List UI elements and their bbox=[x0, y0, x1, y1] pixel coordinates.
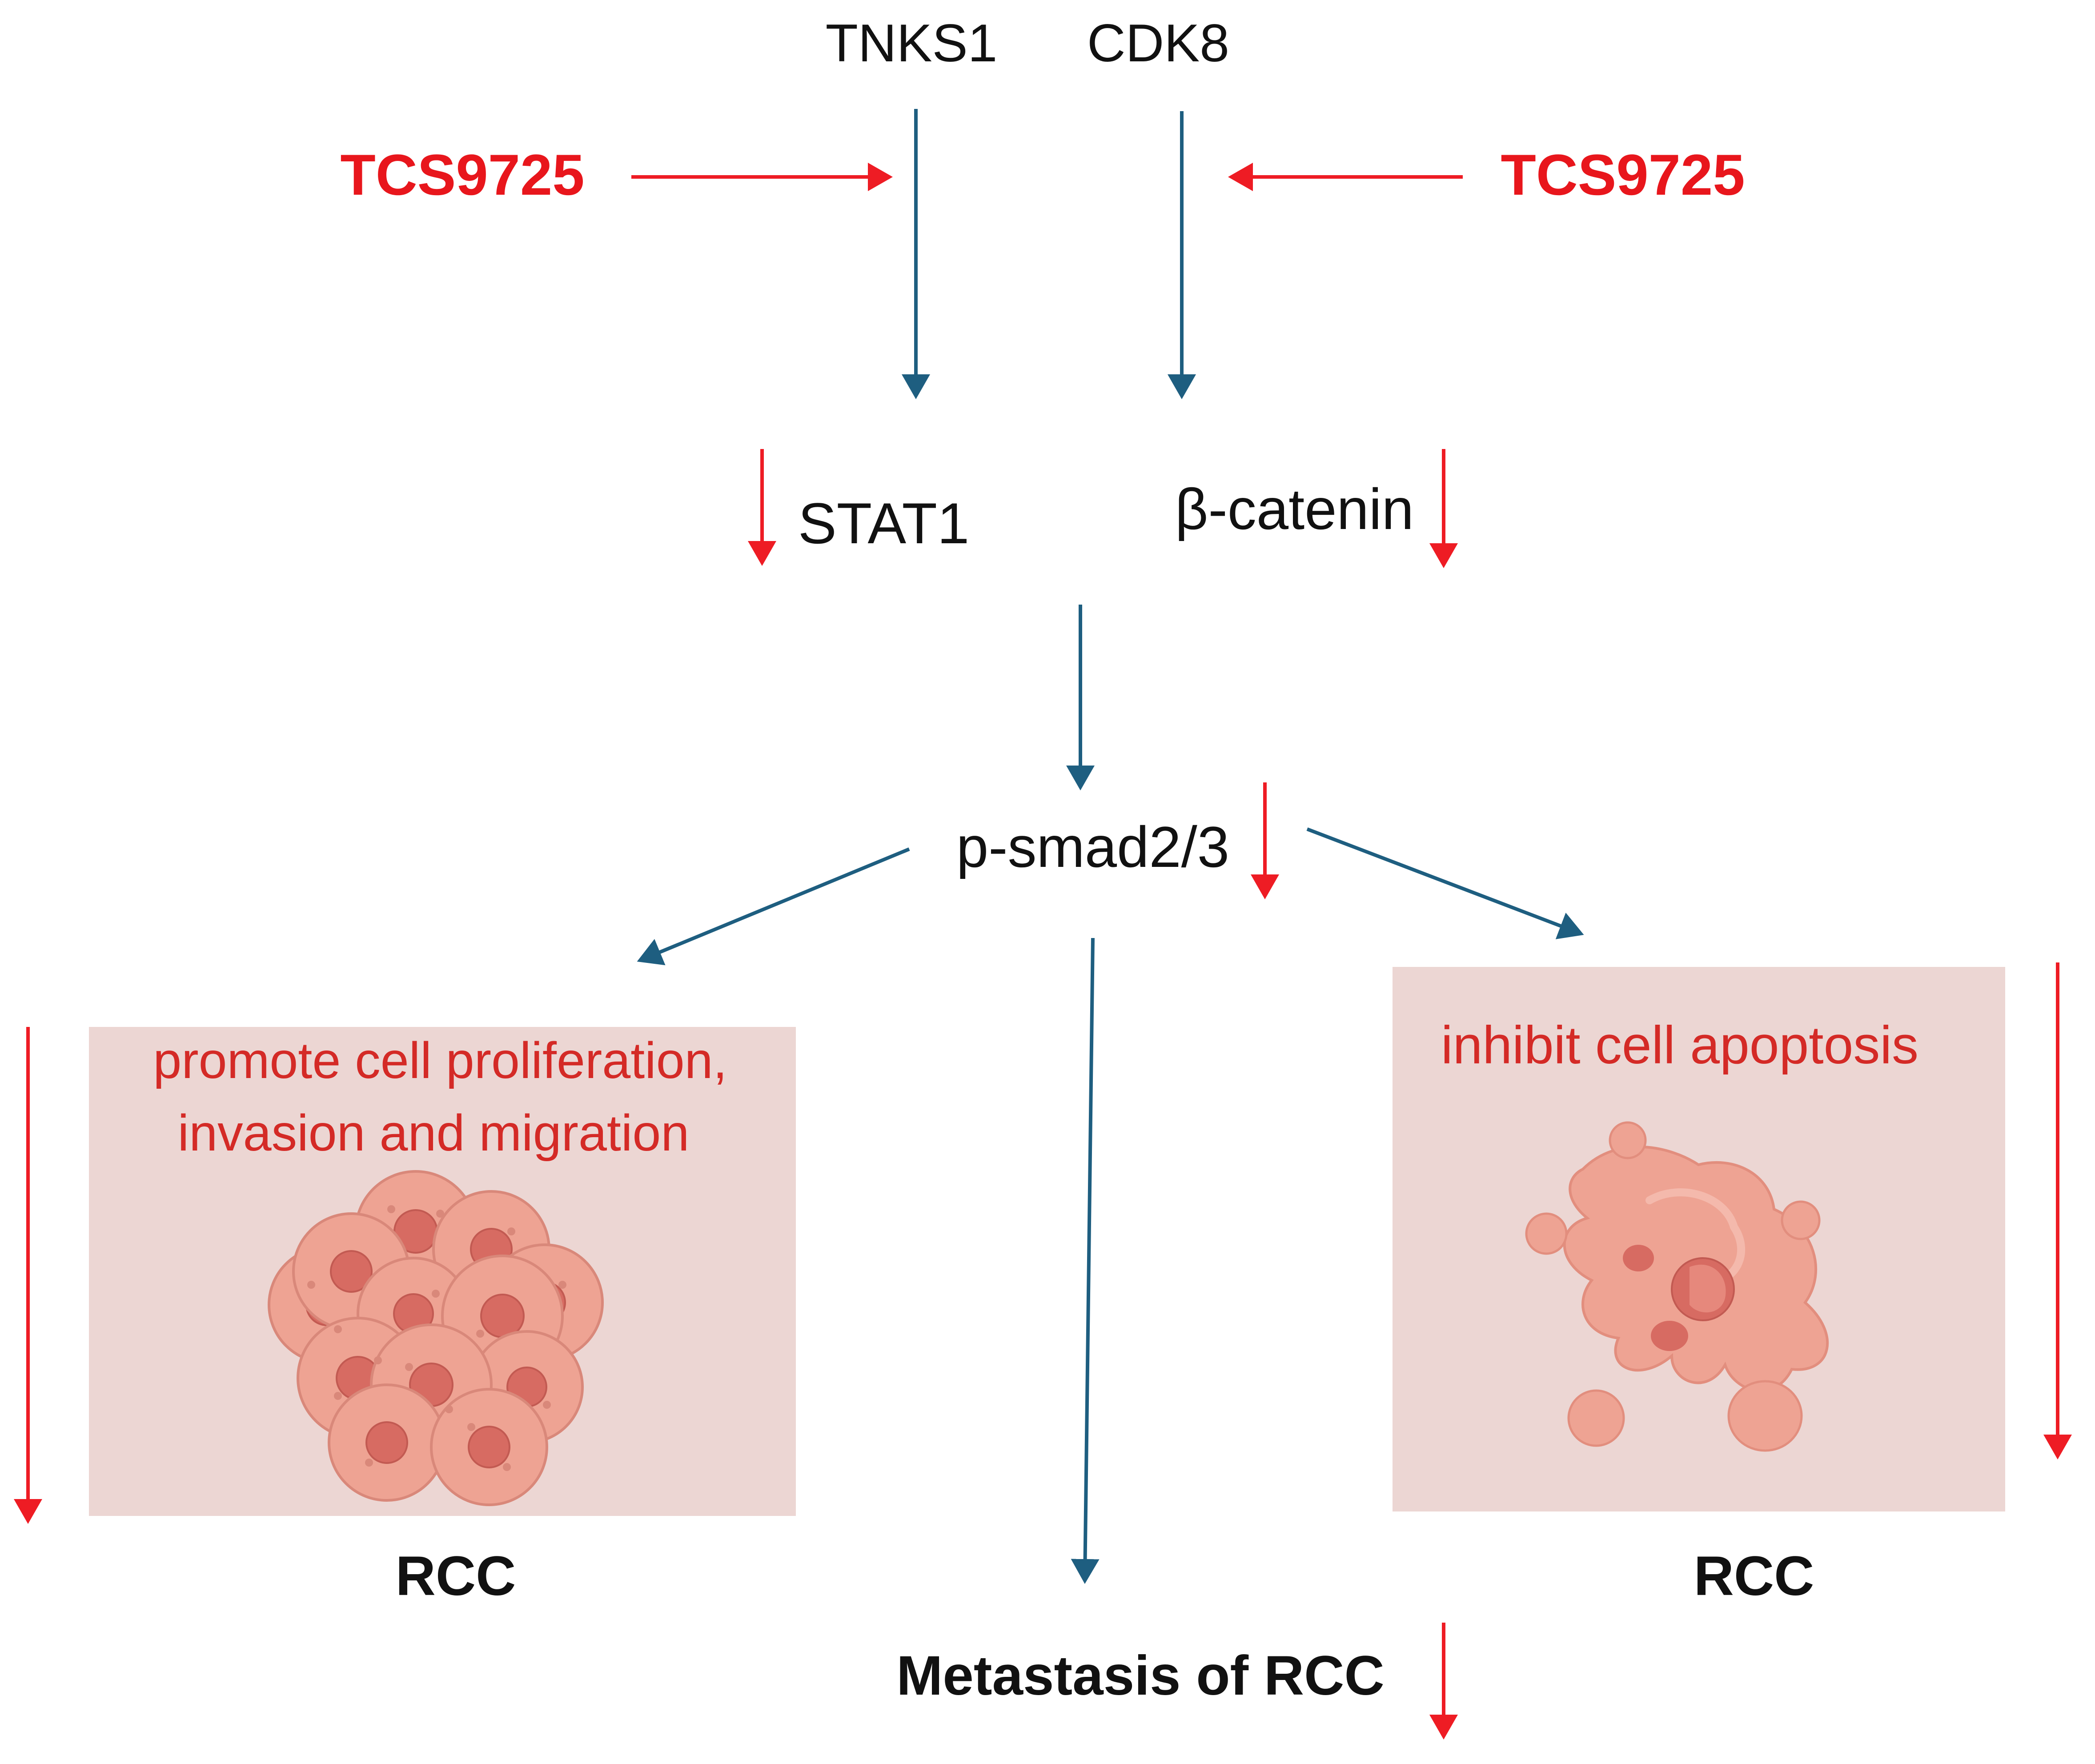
right-panel-caption: RCC bbox=[1694, 1545, 1814, 1607]
tnks1-label: TNKS1 bbox=[826, 13, 998, 73]
left-panel-caption: RCC bbox=[396, 1545, 516, 1607]
left-panel-line1: promote cell proliferation, bbox=[153, 1032, 727, 1089]
metastasis-label: Metastasis of RCC bbox=[896, 1645, 1384, 1707]
proliferating-cells-illustration bbox=[268, 1170, 604, 1506]
inhibitor-left-label: TCS9725 bbox=[340, 142, 584, 207]
apoptotic-cell-illustration bbox=[1525, 1121, 1829, 1452]
psmad-label: p-smad2/3 bbox=[956, 814, 1229, 879]
psmad-to-left-panel-arrow bbox=[637, 847, 910, 966]
psmad-to-metastasis-arrow bbox=[1071, 938, 1100, 1584]
beta-catenin-label: β-catenin bbox=[1175, 477, 1414, 541]
psmad-to-right-panel-arrow bbox=[1306, 827, 1584, 939]
stat1-label: STAT1 bbox=[798, 491, 969, 556]
right-panel-line1: inhibit cell apoptosis bbox=[1441, 1015, 1918, 1075]
left-panel-line2: invasion and migration bbox=[178, 1105, 690, 1162]
cdk8-label: CDK8 bbox=[1087, 13, 1229, 73]
inhibitor-right-label: TCS9725 bbox=[1501, 142, 1745, 207]
